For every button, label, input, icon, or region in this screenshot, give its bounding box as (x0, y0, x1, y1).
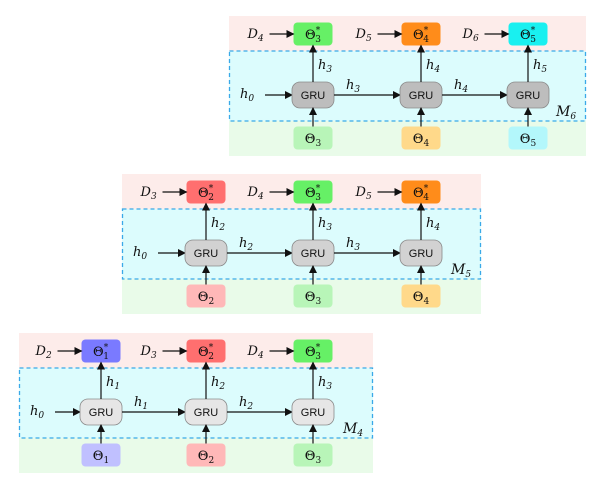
hidden-state-label: h2 (239, 395, 253, 412)
h0-label: h0 (30, 404, 44, 421)
optimized-params-box (293, 339, 333, 363)
optimized-params-box (81, 339, 121, 363)
model-boundary (18, 367, 374, 439)
hidden-state-label: h4 (454, 78, 468, 95)
gru-label: GRU (409, 90, 434, 102)
dataset-label: D6 (462, 27, 479, 44)
model-boundary (121, 208, 482, 280)
hidden-output-label: h4 (426, 216, 440, 233)
input-params-box (186, 443, 226, 467)
model-label: M4 (342, 421, 363, 439)
hidden-state-label: h1 (134, 395, 148, 412)
optimized-params-box (401, 180, 441, 204)
gru-label: GRU (301, 248, 326, 260)
hidden-state-label: h2 (239, 236, 253, 253)
hidden-output-label: h3 (318, 216, 332, 233)
input-params-box (81, 443, 121, 467)
input-params-label: Θ4 (413, 132, 430, 149)
hidden-state-label: h3 (346, 78, 360, 95)
gru-label: GRU (301, 407, 326, 419)
input-params-label: Θ3 (305, 132, 322, 149)
hidden-output-label: h3 (318, 58, 332, 75)
input-params-box (293, 443, 333, 467)
model-label: M6 (555, 104, 576, 122)
input-params-label: Θ5 (520, 132, 537, 149)
hidden-output-label: h5 (533, 58, 547, 75)
hidden-state-label: h3 (346, 236, 360, 253)
optimized-params-label: Θ*3 (305, 184, 321, 203)
input-params-box (293, 126, 333, 150)
input-params-box (508, 126, 548, 150)
dataset-label: D5 (355, 185, 372, 202)
optimized-params-box (186, 180, 226, 204)
optimized-params-box (293, 180, 333, 204)
gru-label: GRU (301, 90, 326, 102)
dataset-label: D4 (247, 344, 264, 361)
optimized-params-box (293, 22, 333, 46)
input-params-box (186, 284, 226, 308)
gru-label: GRU (89, 407, 114, 419)
input-params-label: Θ2 (198, 449, 214, 466)
optimized-params-label: Θ*2 (198, 343, 214, 362)
optimized-params-label: Θ*4 (413, 26, 429, 45)
optimized-params-label: Θ*3 (305, 26, 321, 45)
gru-label: GRU (516, 90, 541, 102)
hidden-output-label: h2 (211, 375, 225, 392)
optimized-params-box (508, 22, 548, 46)
h0-label: h0 (133, 245, 147, 262)
optimized-params-label: Θ*3 (305, 343, 321, 362)
optimized-params-label: Θ*1 (93, 343, 109, 362)
hidden-output-label: h3 (318, 375, 332, 392)
hidden-output-label: h2 (211, 216, 225, 233)
optimized-params-box (401, 22, 441, 46)
optimized-params-box (186, 339, 226, 363)
optimized-params-label: Θ*5 (520, 26, 536, 45)
input-params-box (401, 126, 441, 150)
dataset-label: D5 (355, 27, 372, 44)
dataset-label: D4 (247, 185, 264, 202)
h0-label: h0 (240, 87, 254, 104)
input-params-label: Θ1 (93, 449, 109, 466)
gru-label: GRU (409, 248, 434, 260)
input-params-label: Θ3 (305, 449, 322, 466)
dataset-label: D3 (140, 344, 157, 361)
hidden-output-label: h4 (426, 58, 440, 75)
optimized-params-label: Θ*4 (413, 184, 429, 203)
model-boundary (228, 50, 587, 122)
input-params-box (401, 284, 441, 308)
input-params-label: Θ4 (413, 290, 430, 307)
gru-label: GRU (194, 407, 219, 419)
dataset-label: D3 (140, 185, 157, 202)
input-params-label: Θ2 (198, 290, 214, 307)
gru-label: GRU (194, 248, 219, 260)
model-label: M5 (450, 262, 471, 280)
input-params-label: Θ3 (305, 290, 322, 307)
dataset-label: D2 (35, 344, 52, 361)
optimized-params-label: Θ*2 (198, 184, 214, 203)
dataset-label: D4 (247, 27, 264, 44)
hidden-output-label: h1 (106, 375, 120, 392)
input-params-box (293, 284, 333, 308)
